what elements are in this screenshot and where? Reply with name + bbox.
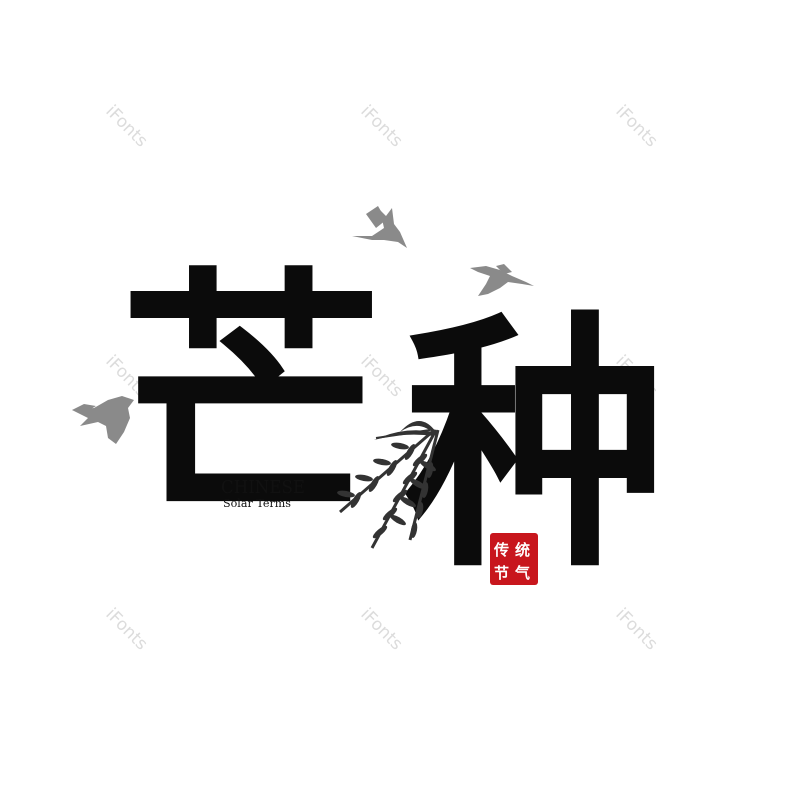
seal-icon: 传 统 节 气 xyxy=(490,533,538,585)
seal-char: 统 xyxy=(515,541,530,559)
seal-char: 节 xyxy=(494,564,509,582)
caption-solar-terms: Solar Terms xyxy=(223,497,291,510)
watermark-text: iFonts xyxy=(356,101,406,151)
wheat-icon xyxy=(337,421,440,549)
watermark-text: iFonts xyxy=(611,101,661,151)
seal-char: 传 xyxy=(493,541,509,559)
swallow-icon xyxy=(72,396,134,444)
seal-char: 气 xyxy=(514,564,530,582)
watermark-text: iFonts xyxy=(101,101,151,151)
watermark-text: iFonts xyxy=(611,604,661,654)
caption-chinese: CHINESE xyxy=(221,477,305,498)
crane-icon xyxy=(470,264,534,296)
watermark-text: iFonts xyxy=(101,604,151,654)
watermark-text: iFonts xyxy=(356,604,406,654)
crane-icon xyxy=(352,206,407,248)
title-char-mang: 芒 xyxy=(120,247,382,555)
